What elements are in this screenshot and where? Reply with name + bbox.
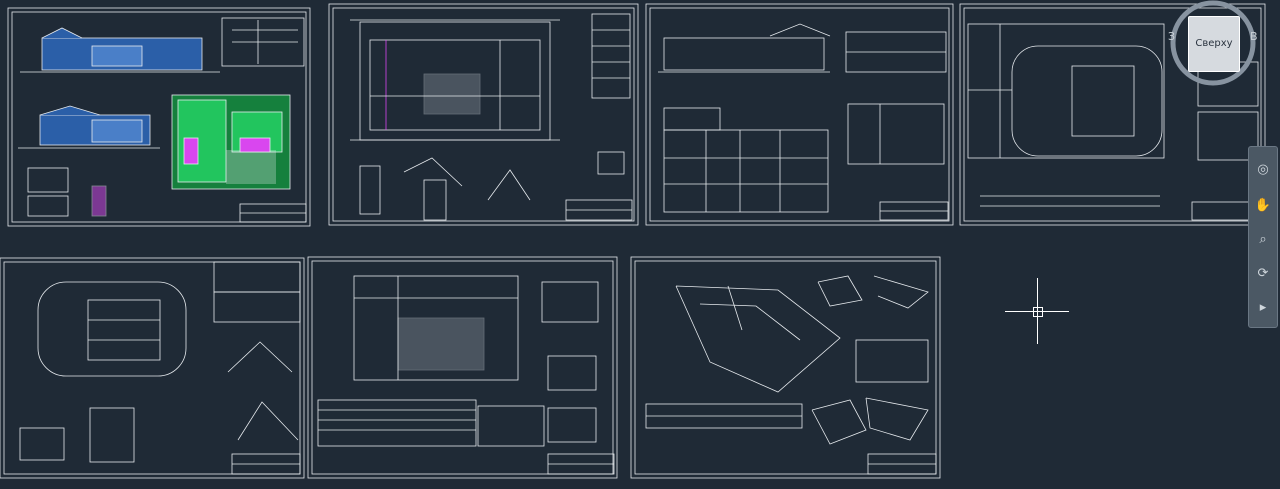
sheet-1-facade-top (20, 27, 220, 73)
sheet-1-facade-bottom (18, 105, 160, 149)
sheet-5-border (0, 257, 305, 479)
sheet-1-site-plan (171, 94, 291, 190)
viewcube-east-label[interactable]: В (1250, 30, 1258, 43)
sheet-5-plan (37, 281, 187, 377)
sheet-1-border (7, 7, 311, 227)
viewcube-ring[interactable] (1166, 0, 1266, 92)
sheet-4-plan (967, 23, 1165, 159)
navigation-bar: ◎ ✋ ⌕ ⟳ ▸ (1248, 146, 1278, 328)
pan-icon[interactable]: ✋ (1254, 198, 1272, 213)
sheet-2-details (359, 151, 625, 221)
viewcube[interactable]: Сверху З В (1166, 0, 1266, 92)
sheet-2-floor-plan (350, 19, 560, 141)
sheet-2-border (328, 3, 639, 226)
sheet-3-roof-plan (663, 107, 829, 213)
sheet-4-border (959, 3, 1266, 226)
showmotion-icon[interactable]: ▸ (1259, 300, 1267, 315)
viewcube-west-label[interactable]: З (1168, 30, 1176, 43)
zoom-icon[interactable]: ⌕ (1259, 232, 1267, 247)
sheet-7-border (630, 256, 941, 479)
sheet-3-sections (658, 23, 947, 73)
steering-wheel-icon[interactable]: ◎ (1257, 162, 1269, 177)
viewcube-top-face[interactable]: Сверху (1188, 16, 1240, 72)
orbit-icon[interactable]: ⟳ (1257, 266, 1269, 281)
sheet-5-details (19, 401, 299, 463)
crosshair-pickbox (1033, 307, 1043, 317)
sheet-3-border (645, 3, 954, 226)
sheet-7-isometric (675, 285, 841, 393)
crosshair-vertical (1037, 278, 1038, 344)
sheet-6-border (307, 256, 618, 479)
sheet-6-floor-plan (353, 275, 519, 381)
